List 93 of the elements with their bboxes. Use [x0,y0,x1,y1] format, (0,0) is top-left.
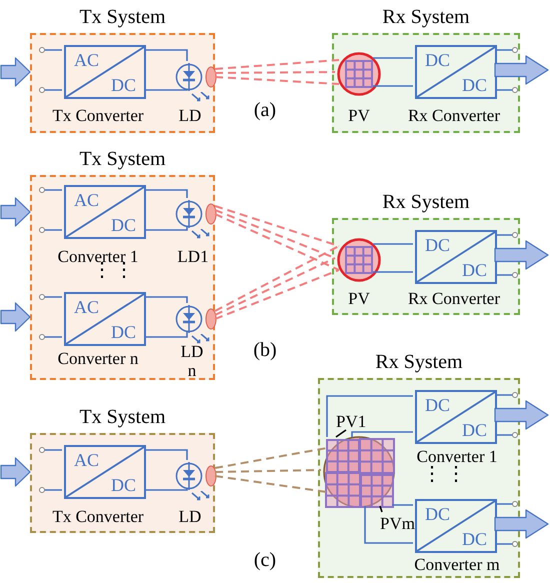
power-flow-arrow [0,457,31,487]
wire [144,49,188,61]
panel-label: (c) [252,548,278,572]
converter-block [64,185,146,239]
light-beam [214,257,336,316]
component-caption: LD n [180,342,204,380]
converter-port-label: DC [425,50,450,70]
wire [373,271,413,273]
part-label: PV1 [336,412,374,432]
system-title: Rx System [381,5,471,30]
wire [373,243,413,245]
light-beam [214,447,328,469]
wire [144,226,188,231]
converter-port-label: DC [462,529,487,549]
system-title: Rx System [374,350,464,375]
converter-port-label: DC [110,215,136,235]
power-flow-arrow [494,240,549,270]
converter-port-label: DC [110,475,136,495]
wire [364,506,413,544]
wire [144,296,188,303]
photovoltaic-array-symbol [323,436,395,508]
component-caption: Converter m [413,555,501,574]
light-beam [215,71,335,74]
power-flow-arrow [494,400,549,430]
photovoltaic-cell-symbol [337,238,381,282]
component-caption: LD1 [176,247,210,266]
converter-port-label: AC [74,297,100,317]
laser-diode-symbol [175,462,217,490]
power-flow-arrow [0,302,31,332]
power-flow-arrow [494,509,549,539]
light-beam [214,59,340,70]
wire [144,88,188,91]
converter-port-label: AC [74,450,100,470]
component-caption: Rx Converter [406,106,502,125]
wire [373,57,413,59]
system-title: Rx System [381,190,471,215]
component-caption: Tx Converter [51,106,145,125]
light-beam [214,213,340,271]
component-caption: PV [347,289,371,308]
part-label: PVm [380,514,420,534]
component-caption: PV [347,106,371,125]
converter-block [415,390,497,444]
panel-label: (b) [252,338,278,362]
component-caption: Converter n [56,349,140,368]
light-beam [214,269,340,320]
wire [392,504,413,506]
component-caption: Tx Converter [51,507,145,526]
converter-port-label: DC [462,75,487,95]
system-title: Tx System [78,5,167,30]
light-beam [214,475,328,493]
converter-block [64,445,146,499]
light-beam [214,205,340,247]
wire [144,488,188,491]
converter-port-label: DC [110,75,136,95]
component-caption: LD [178,507,202,526]
component-caption: Rx Converter [406,289,502,308]
component-caption: LD [178,106,202,125]
wire [144,331,188,338]
converter-port-label: DC [462,260,487,280]
photovoltaic-cell-symbol [337,52,381,96]
power-flow-arrow [0,57,31,87]
laser-diode-symbol [175,63,217,91]
converter-port-label: DC [425,504,450,524]
converter-port-label: DC [110,322,136,342]
laser-diode-symbol [175,305,217,333]
converter-port-label: DC [425,395,450,415]
wire [373,85,413,87]
converter-port-label: AC [74,50,100,70]
light-beam [214,76,340,85]
converter-block [64,292,146,346]
pv-subarray-grid [326,439,360,473]
converter-block [415,45,497,99]
converter-port-label: DC [425,235,450,255]
converter-block [415,230,497,284]
wire [144,449,188,460]
converter-port-label: DC [462,420,487,440]
laser-diode-symbol [175,200,217,228]
light-beam [214,245,340,312]
system-title: Tx System [78,147,167,172]
light-beam [214,469,322,473]
system-title: Tx System [78,405,167,430]
power-flow-arrow [0,197,31,227]
leader-line [379,506,383,512]
power-flow-arrow [494,55,549,85]
wire [144,189,188,198]
pv-subarray-grid [360,474,394,508]
panel-label: (a) [252,98,278,122]
leader-line [336,429,346,438]
wire [351,431,413,437]
converter-port-label: AC [74,190,100,210]
wire [326,395,413,437]
converter-block [415,499,497,553]
converter-block [64,45,146,99]
